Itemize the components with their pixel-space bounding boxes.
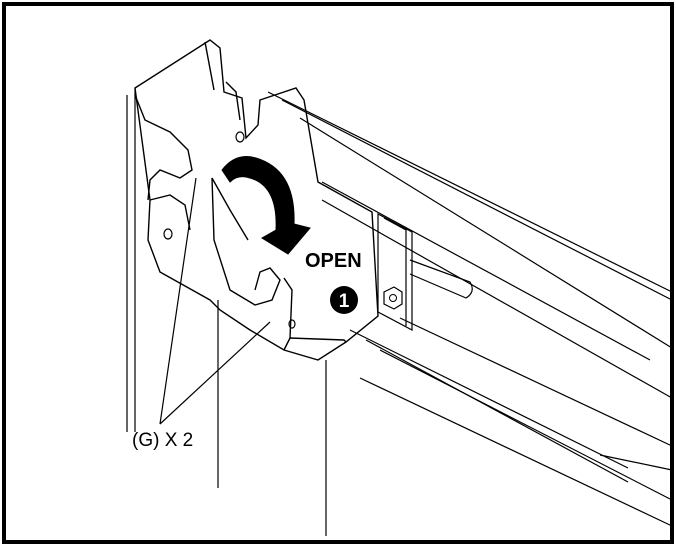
bracket-holes [163,131,296,329]
vertical-post [126,88,327,536]
rail-slot [409,259,473,299]
step-number-badge: 1 [330,286,358,314]
callout-leader-lines [159,177,271,425]
bolt-icon [383,286,403,310]
bracket [134,39,379,361]
part-callout: (G) X 2 [132,430,193,451]
mounting-plate [377,213,413,331]
step-number: 1 [339,291,350,312]
horizontal-rail [267,91,673,527]
curved-arrow-icon [221,156,311,255]
open-label: OPEN [305,250,362,272]
